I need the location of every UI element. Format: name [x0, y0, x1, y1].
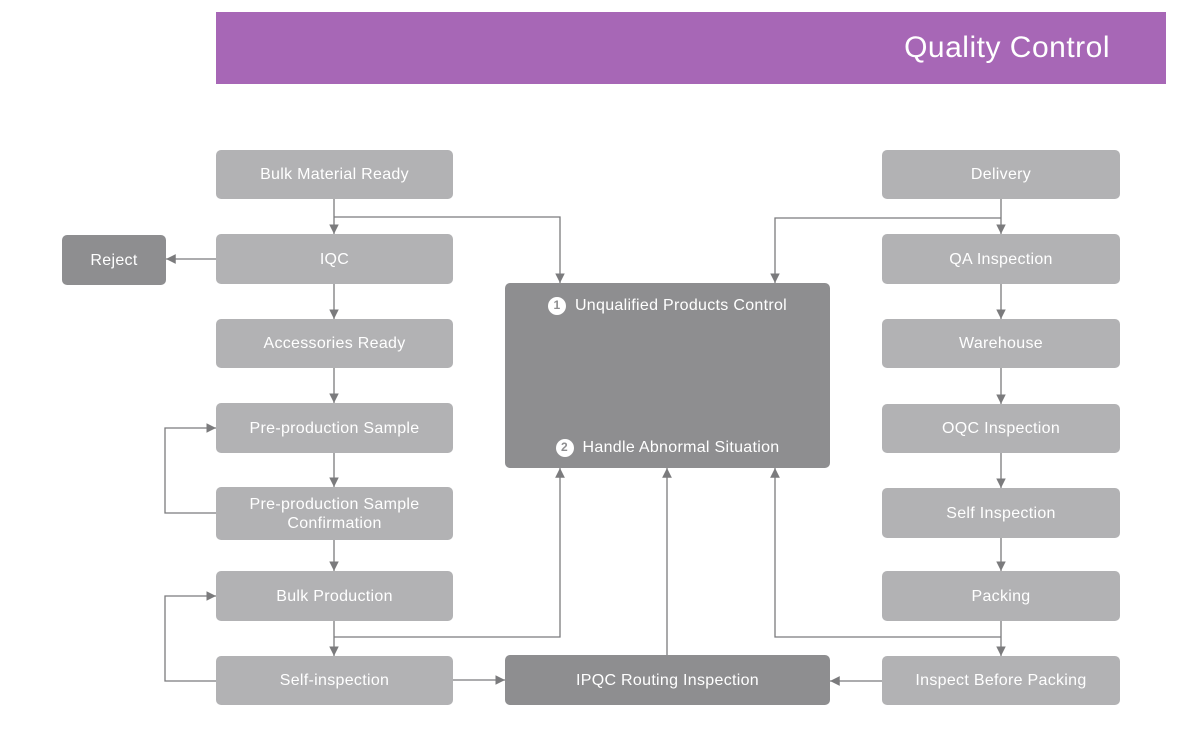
node-label: Bulk Material Ready	[260, 166, 409, 183]
node-self-inspection: Self-inspection	[216, 656, 453, 705]
node-label: Bulk Production	[276, 587, 393, 605]
node-label: Packing	[971, 587, 1031, 605]
node-label: Self Inspection	[946, 504, 1056, 522]
circled-number-1-icon: 1	[547, 296, 566, 315]
center-item-label: Handle Abnormal Situation	[582, 439, 780, 456]
node-inspect-before-packing: Inspect Before Packing	[882, 656, 1120, 705]
center-item-label: Unqualified Products Control	[574, 297, 788, 314]
node-delivery: Delivery	[882, 150, 1120, 199]
node-bulk-material-ready: Bulk Material Ready	[216, 150, 453, 199]
node-label: Delivery	[970, 166, 1032, 183]
node-label: OQC Inspection	[941, 420, 1061, 437]
node-pre-production-sample: Pre-production Sample	[216, 403, 453, 453]
node-label: Inspect Before Packing	[915, 672, 1087, 689]
node-label: Reject	[90, 251, 138, 269]
connector-self-inspection-loop-to-bulk-production	[164, 591, 216, 682]
circled-number-2-icon: 2	[555, 438, 574, 457]
node-ipqc-routing-inspection: IPQC Routing Inspection	[505, 655, 830, 705]
node-iqc: IQC	[216, 234, 453, 284]
node-bulk-production: Bulk Production	[216, 571, 453, 621]
center-item-handle-abnormal-situation: 2 Handle Abnormal Situation	[515, 438, 820, 457]
node-label: Pre-production Sample	[249, 419, 420, 437]
node-label: Self-inspection	[279, 672, 390, 689]
node-packing: Packing	[882, 571, 1120, 621]
title-banner: Quality Control	[216, 12, 1166, 84]
node-self-inspection-right: Self Inspection	[882, 488, 1120, 538]
node-qa-inspection: QA Inspection	[882, 234, 1120, 284]
node-pre-production-sample-confirmation: Pre-production Sample Confirmation	[216, 487, 453, 540]
node-label: IQC	[319, 250, 350, 268]
node-label: QA Inspection	[949, 250, 1053, 268]
node-warehouse: Warehouse	[882, 319, 1120, 368]
node-label: Accessories Ready	[263, 335, 406, 352]
node-label: Warehouse	[959, 335, 1043, 352]
connector-confirmation-loop-to-sample	[164, 423, 216, 514]
node-reject: Reject	[62, 235, 166, 285]
node-accessories-ready: Accessories Ready	[216, 319, 453, 368]
center-item-unqualified-products-control: 1 Unqualified Products Control	[515, 296, 820, 315]
node-control-panel: 1 Unqualified Products Control 2 Handle …	[505, 283, 830, 468]
node-label: Pre-production Sample Confirmation	[249, 495, 420, 532]
node-oqc-inspection: OQC Inspection	[882, 404, 1120, 453]
page-title: Quality Control	[904, 31, 1110, 64]
node-label: IPQC Routing Inspection	[576, 671, 759, 689]
